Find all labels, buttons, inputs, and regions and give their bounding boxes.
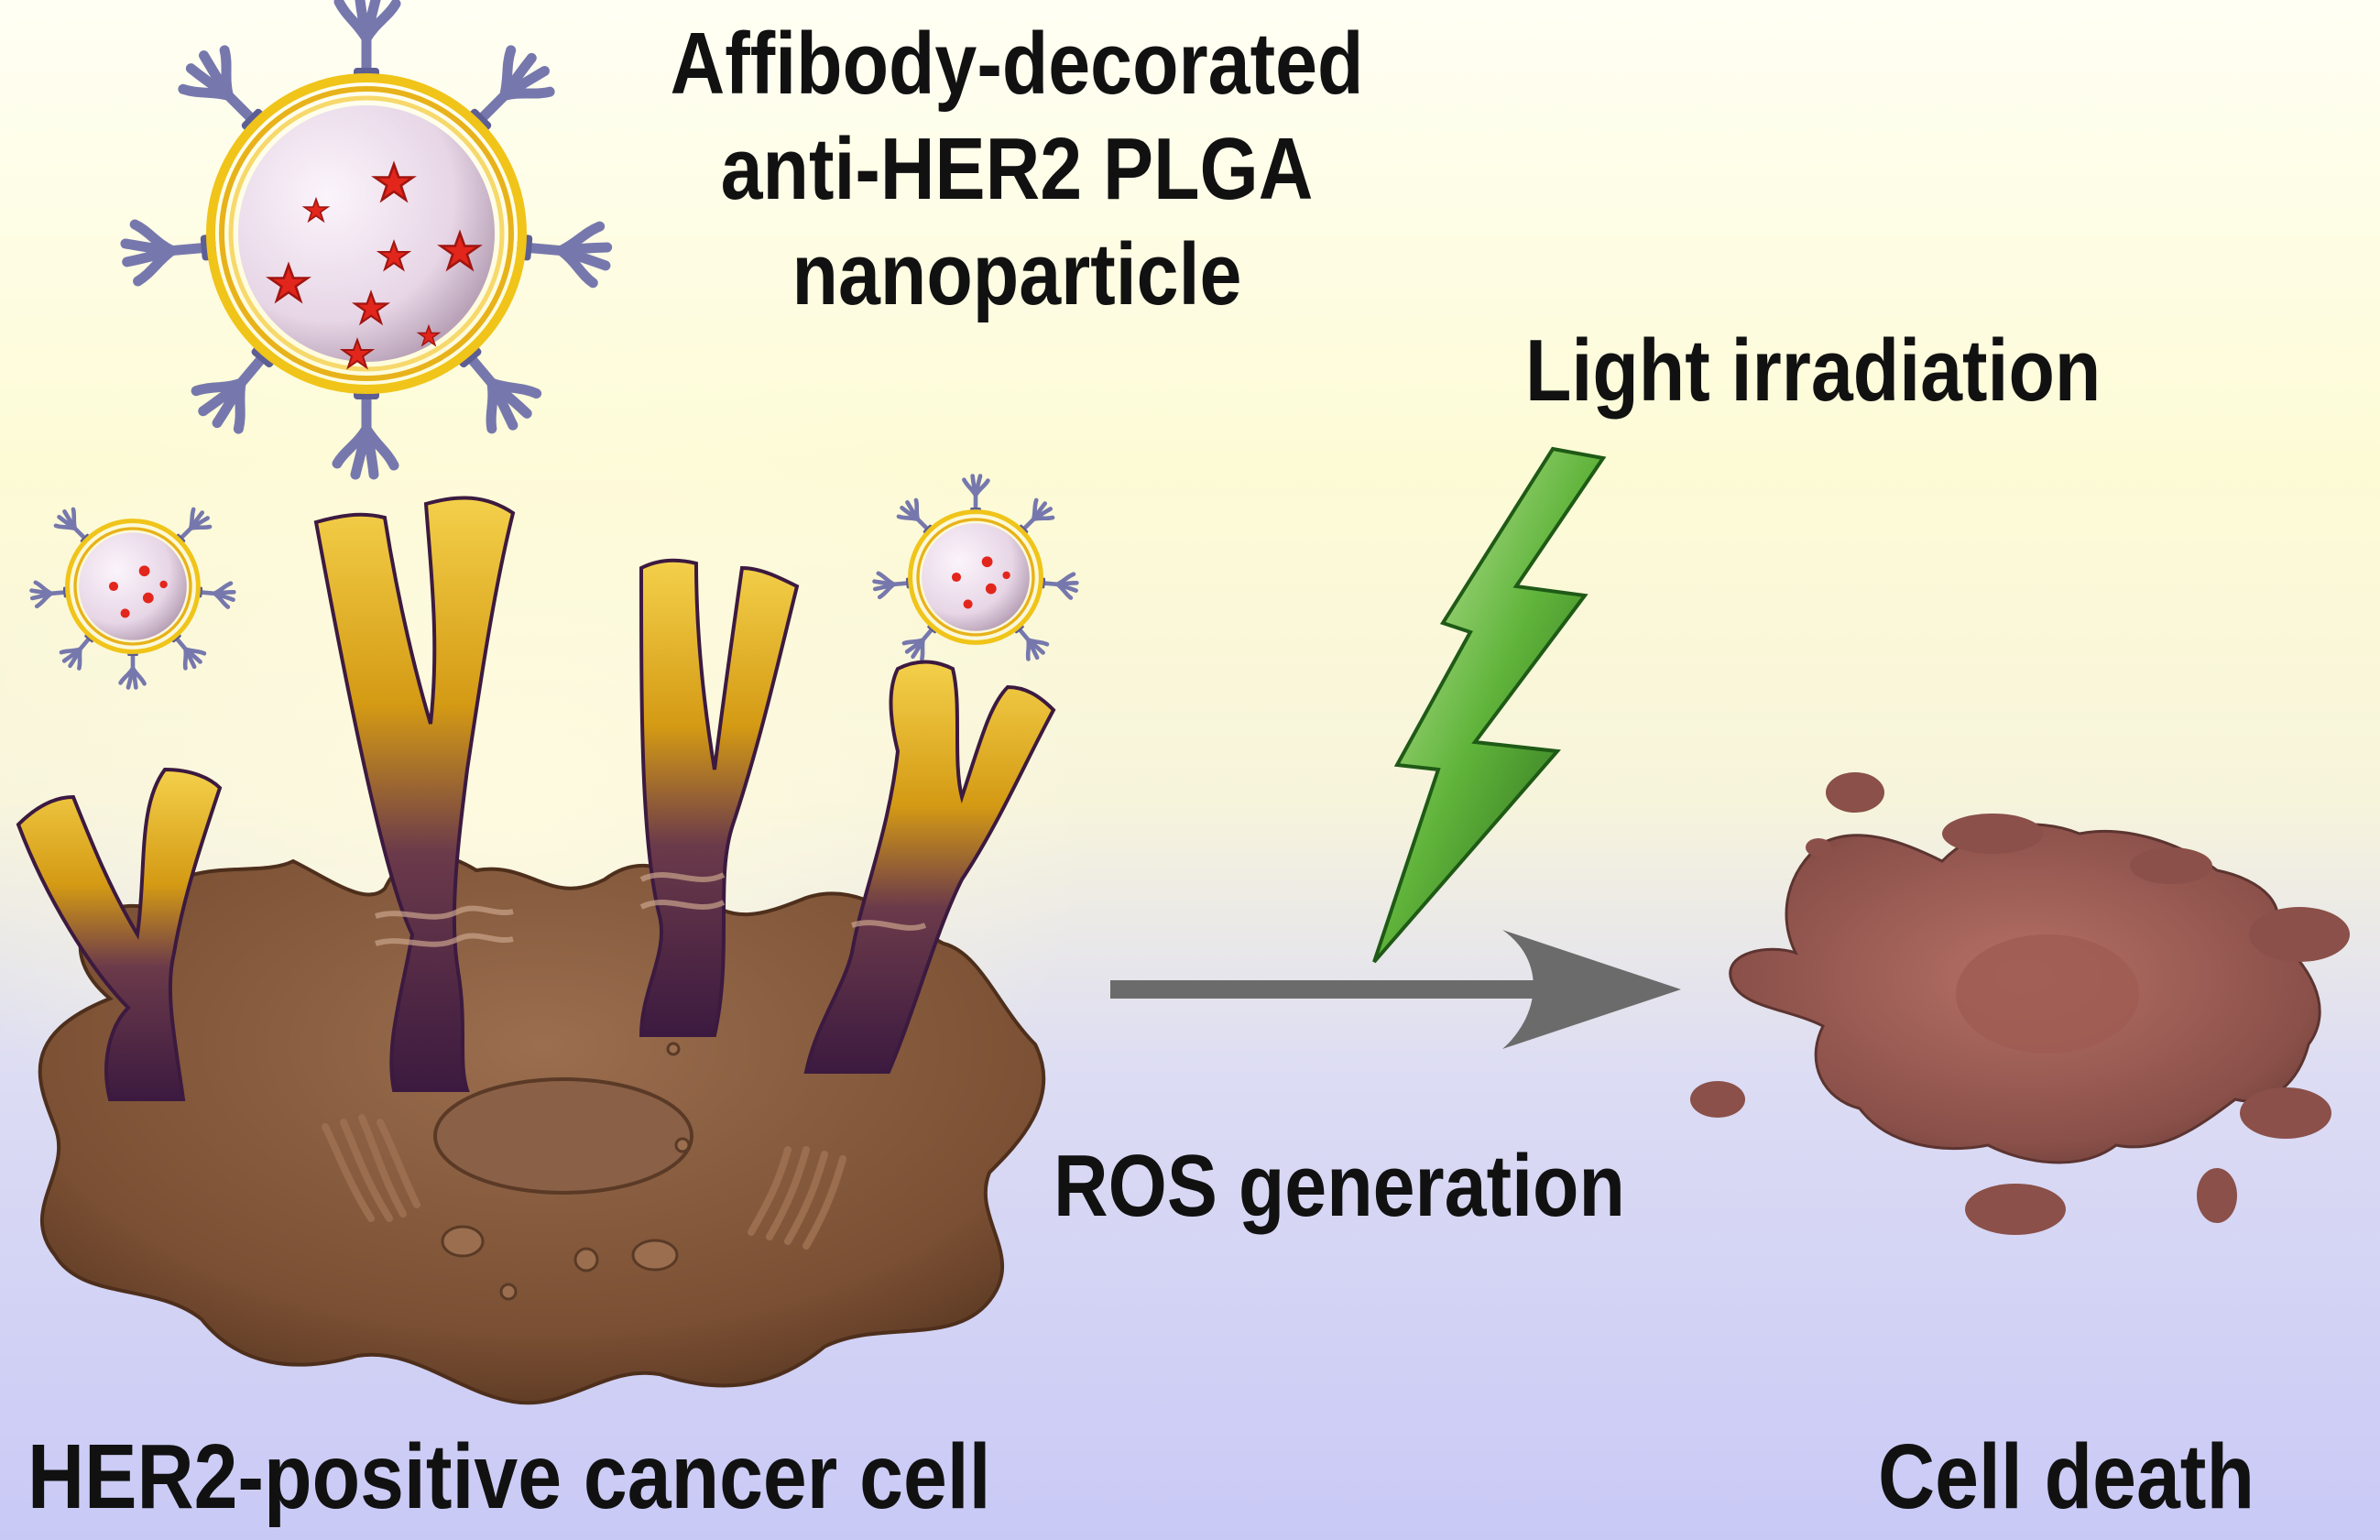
her2-receptor-4 xyxy=(803,660,1056,1074)
light-irradiation-label: Light irradiation xyxy=(1525,322,2102,420)
title-line-2: anti-HER2 PLGA xyxy=(720,120,1314,218)
title-line-3: nanoparticle xyxy=(792,225,1242,323)
her2-receptor-1 xyxy=(16,767,223,1101)
membrane-waves xyxy=(375,872,927,947)
golgi-left xyxy=(322,1114,420,1222)
nanoparticle-title: Affibody-decorated anti-HER2 PLGA nanopa… xyxy=(650,11,1383,327)
nucleus xyxy=(433,1077,693,1195)
her2-receptor-2 xyxy=(313,496,516,1092)
small-nanoparticle-right xyxy=(874,476,1077,663)
title-line-1: Affibody-decorated xyxy=(670,15,1364,113)
organelles xyxy=(441,1042,691,1301)
small-nanoparticle-left xyxy=(31,506,235,687)
her2-cell-label: HER2-positive cancer cell xyxy=(27,1425,991,1528)
her2-receptor-3 xyxy=(639,558,800,1037)
lightning-bolt-icon xyxy=(1372,446,1607,964)
process-arrow xyxy=(1110,930,1681,1049)
golgi-right xyxy=(748,1146,846,1250)
ros-generation-label: ROS generation xyxy=(1054,1137,1625,1235)
dead-cell xyxy=(1690,772,2350,1235)
large-nanoparticle xyxy=(124,0,608,475)
cell-death-label: Cell death xyxy=(1878,1425,2254,1528)
